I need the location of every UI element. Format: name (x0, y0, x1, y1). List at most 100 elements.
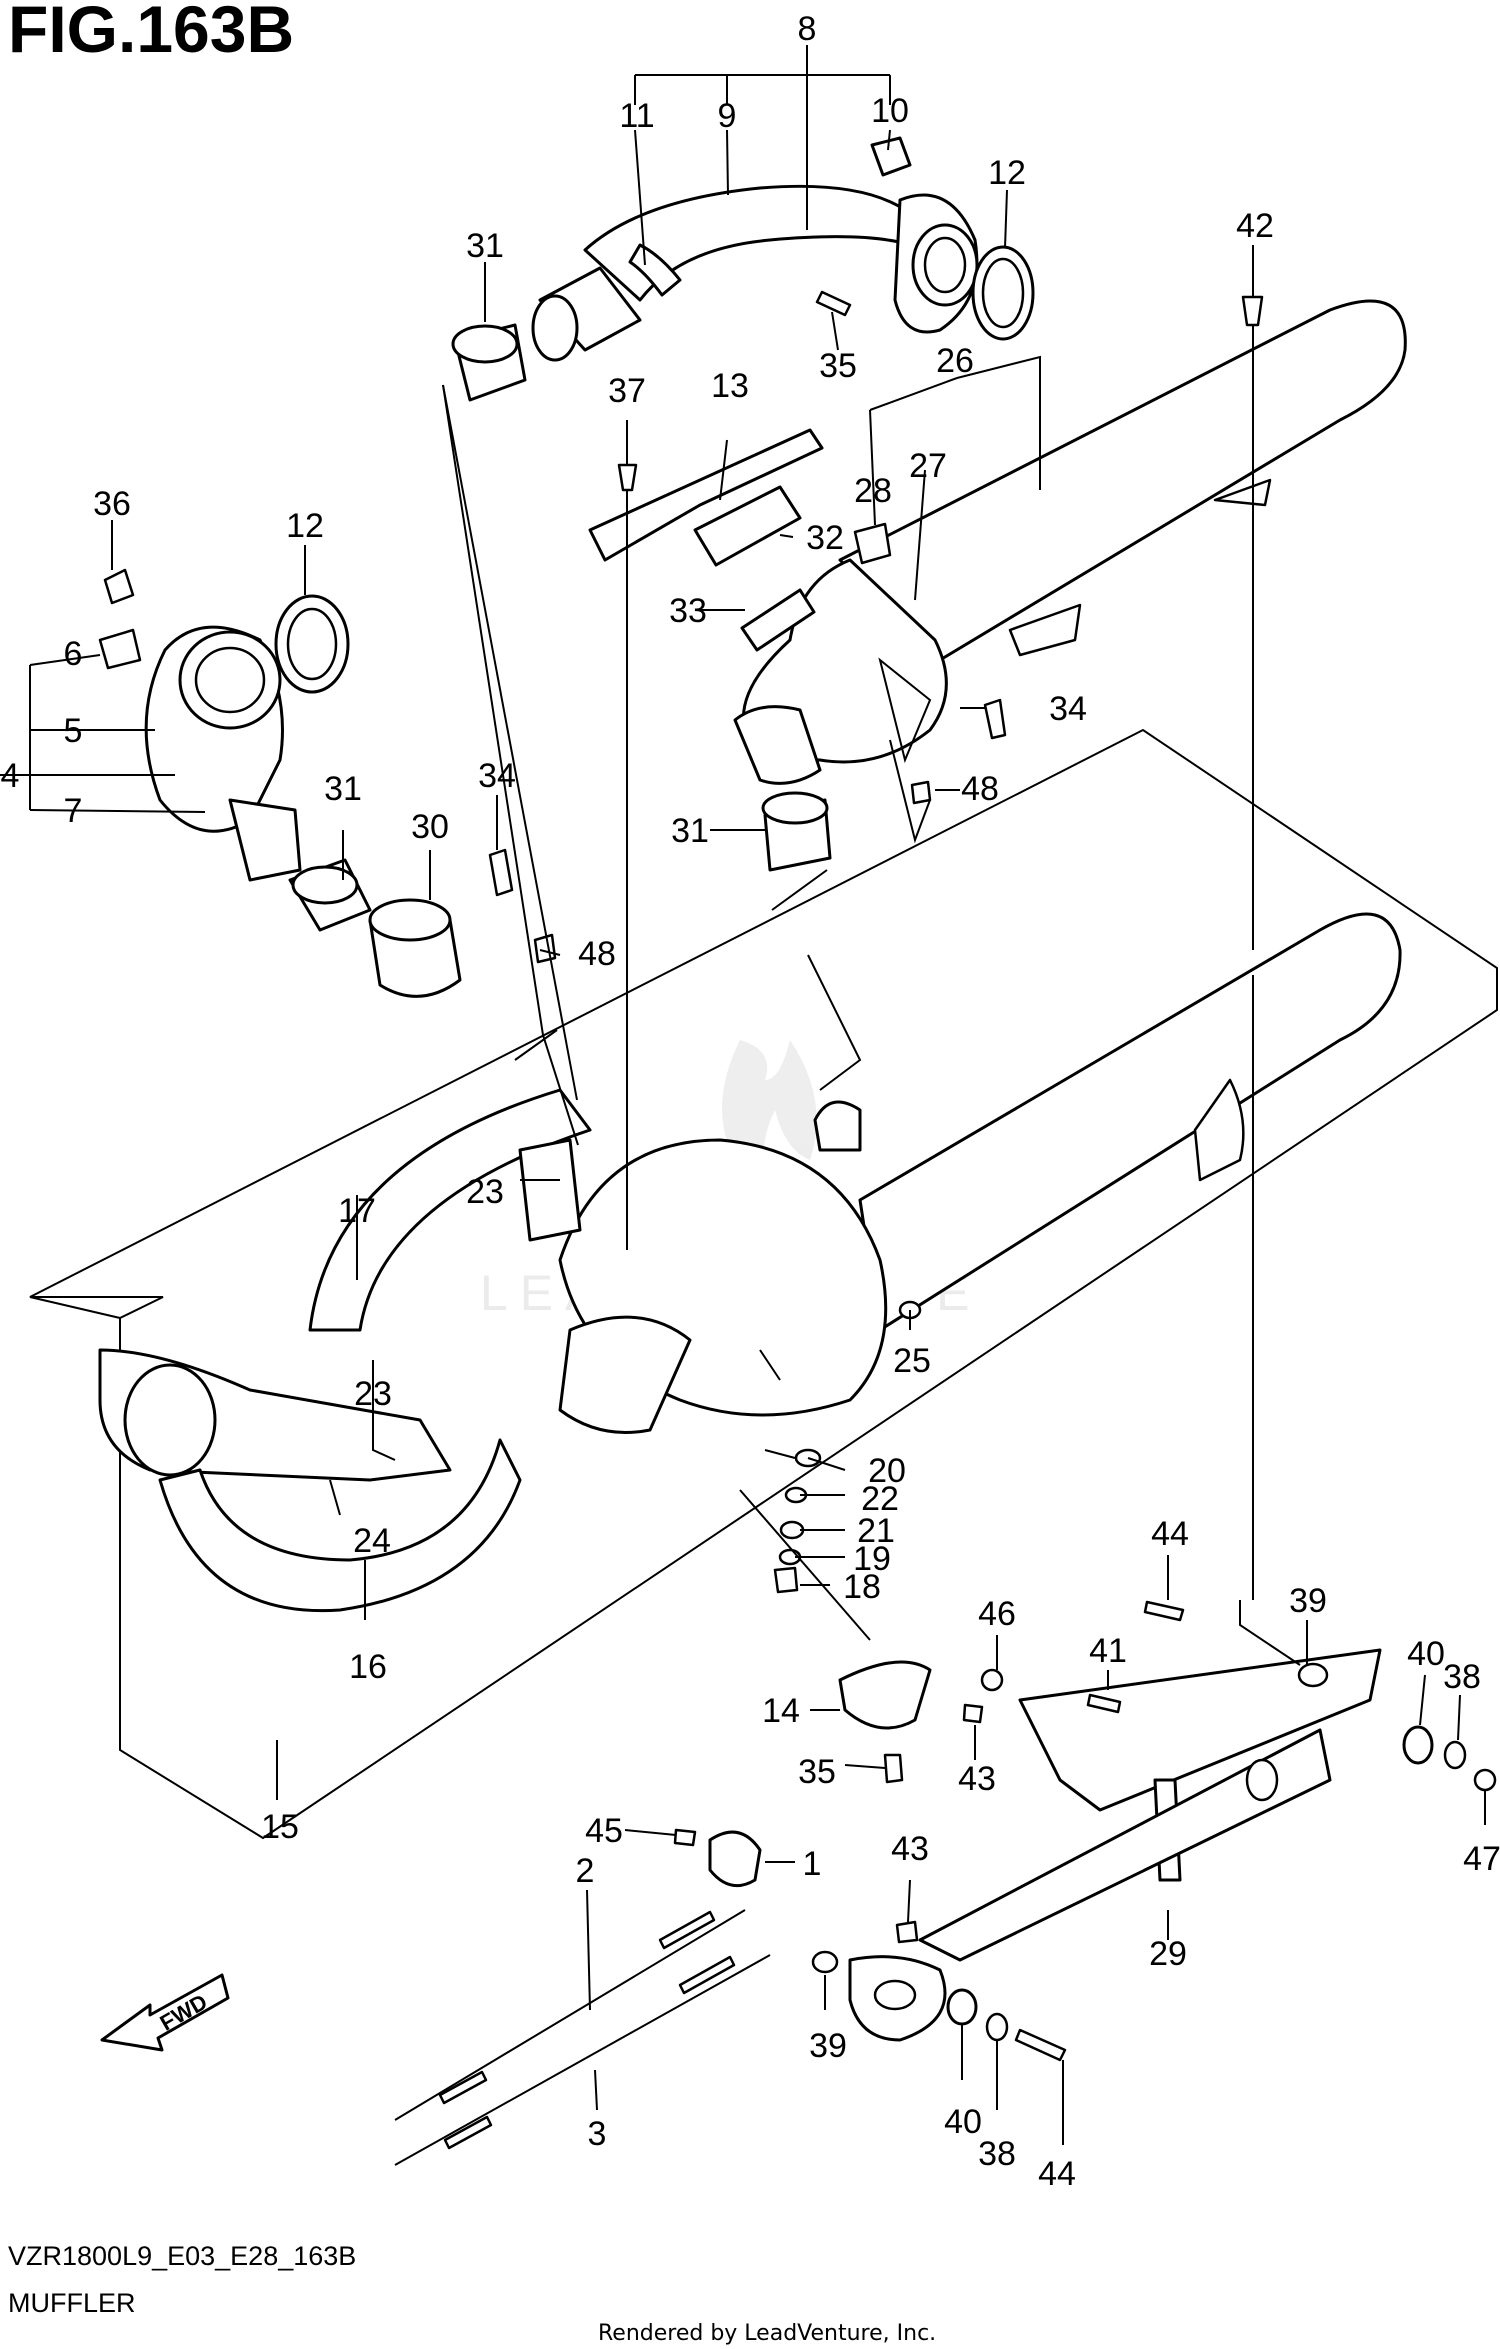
bolt-42 (1241, 295, 1264, 327)
callout-34-right: 34 (1049, 690, 1087, 728)
figure-name: MUFFLER (8, 2288, 136, 2318)
callout-44-top: 44 (1151, 1515, 1189, 1553)
washer-38-bottom (985, 2012, 1009, 2042)
callout-28: 28 (854, 472, 892, 510)
callout-4: 4 (1, 757, 20, 795)
callout-14: 14 (762, 1692, 800, 1730)
callout-40-bottom: 40 (944, 2103, 982, 2141)
valve-actuator-1 (708, 1830, 762, 1888)
bolt-43-lower (895, 1920, 919, 1944)
bolt-41 (1086, 1693, 1122, 1714)
callout-17: 17 (338, 1192, 376, 1230)
grommet-40-bottom (946, 1988, 978, 2026)
callout-43-upper: 43 (958, 1760, 996, 1798)
callout-46: 46 (978, 1595, 1016, 1633)
footrest-bracket-29 (848, 1648, 1382, 2042)
callout-38-bottom: 38 (978, 2135, 1016, 2173)
bolt-36 (103, 568, 135, 605)
callout-10: 10 (871, 92, 909, 130)
callout-2: 2 (576, 1852, 595, 1890)
collar-39-top (1297, 1662, 1329, 1688)
callout-12-top: 12 (988, 154, 1026, 192)
callout-7: 7 (64, 792, 83, 830)
callout-21: 21 (857, 1512, 895, 1550)
callout-31-left: 31 (324, 770, 362, 808)
callout-32: 32 (806, 519, 844, 557)
callout-3: 3 (588, 2115, 607, 2153)
callout-25: 25 (893, 1342, 931, 1380)
connector-31-top (451, 323, 527, 402)
callout-40-right: 40 (1407, 1635, 1445, 1673)
callout-39-top: 39 (1289, 1582, 1327, 1620)
main-muffler-assembly (98, 912, 1402, 1613)
callout-29: 29 (1149, 1935, 1187, 1973)
bolt-34-left (488, 848, 514, 897)
callout-8: 8 (798, 10, 817, 48)
callout-37: 37 (608, 372, 646, 410)
bolt-43-upper (962, 1703, 984, 1724)
callout-48-left: 48 (578, 935, 616, 973)
callout-1: 1 (803, 1845, 822, 1883)
callout-13: 13 (711, 367, 749, 405)
callout-45: 45 (585, 1812, 623, 1850)
callout-36: 36 (93, 485, 131, 523)
callout-12-left: 12 (286, 507, 324, 545)
callout-31-top: 31 (466, 227, 504, 265)
callout-15: 15 (261, 1808, 299, 1846)
callout-35-top: 35 (819, 347, 857, 385)
callout-22: 22 (861, 1480, 899, 1518)
pad-10 (870, 136, 912, 177)
front-exhaust-pipe (531, 184, 979, 362)
callout-24: 24 (353, 1522, 391, 1560)
leader-lines (0, 45, 1486, 2145)
washer-21 (779, 1520, 805, 1540)
callout-19: 19 (853, 1540, 891, 1578)
bolt-18 (773, 1566, 799, 1594)
pad-28 (853, 522, 892, 565)
grommet-40-right (1402, 1725, 1434, 1765)
washer-38-right (1443, 1740, 1467, 1770)
muffler-assembly-outline (29, 728, 1498, 1840)
callout-38-right: 38 (1443, 1658, 1481, 1696)
bolt-34-right (983, 698, 1007, 740)
gasket-12-top-inner (981, 257, 1025, 329)
forward-direction-arrow: FWD (100, 1973, 230, 2052)
callout-26: 26 (936, 342, 974, 380)
callout-11: 11 (619, 97, 654, 135)
front-pipe-left (144, 625, 302, 882)
clamp-30 (368, 898, 462, 998)
exhaust-valve-cables (394, 1909, 771, 2166)
callout-20: 20 (868, 1452, 906, 1490)
rear-muffler-upper (733, 299, 1407, 785)
bolt-37 (617, 463, 638, 492)
nut-48-left (533, 933, 557, 964)
bolt-44-top (1143, 1600, 1185, 1622)
connector-31-mid (761, 791, 832, 872)
callout-44-bottom: 44 (1038, 2155, 1076, 2193)
callout-42: 42 (1236, 207, 1274, 245)
part-callouts: 8 11 9 10 12 31 42 35 26 37 13 28 27 36 … (1, 10, 1500, 2193)
nut-47 (1473, 1768, 1497, 1792)
callout-6: 6 (64, 635, 83, 673)
bolt-44-bottom (1014, 2028, 1067, 2062)
callout-23-bottom: 23 (354, 1375, 392, 1413)
figure-title: FIG.163B (8, 0, 294, 66)
callout-34-left: 34 (478, 757, 516, 795)
washer-46 (980, 1668, 1004, 1692)
callout-18: 18 (843, 1568, 881, 1606)
callout-23-top: 23 (466, 1173, 504, 1211)
callout-39-bottom: 39 (809, 2027, 847, 2065)
callout-43-lower: 43 (891, 1830, 929, 1868)
outline-edge (29, 1296, 121, 1319)
callout-27: 27 (909, 447, 947, 485)
callout-48-right: 48 (961, 770, 999, 808)
bracket-14 (838, 1660, 932, 1730)
connector-31-left (288, 858, 372, 932)
callout-30: 30 (411, 808, 449, 846)
callout-35-bottom: 35 (798, 1753, 836, 1791)
render-credit: Rendered by LeadVenture, Inc. (598, 2321, 936, 2346)
bolt-45 (673, 1828, 697, 1847)
bracket-13 (588, 428, 824, 562)
